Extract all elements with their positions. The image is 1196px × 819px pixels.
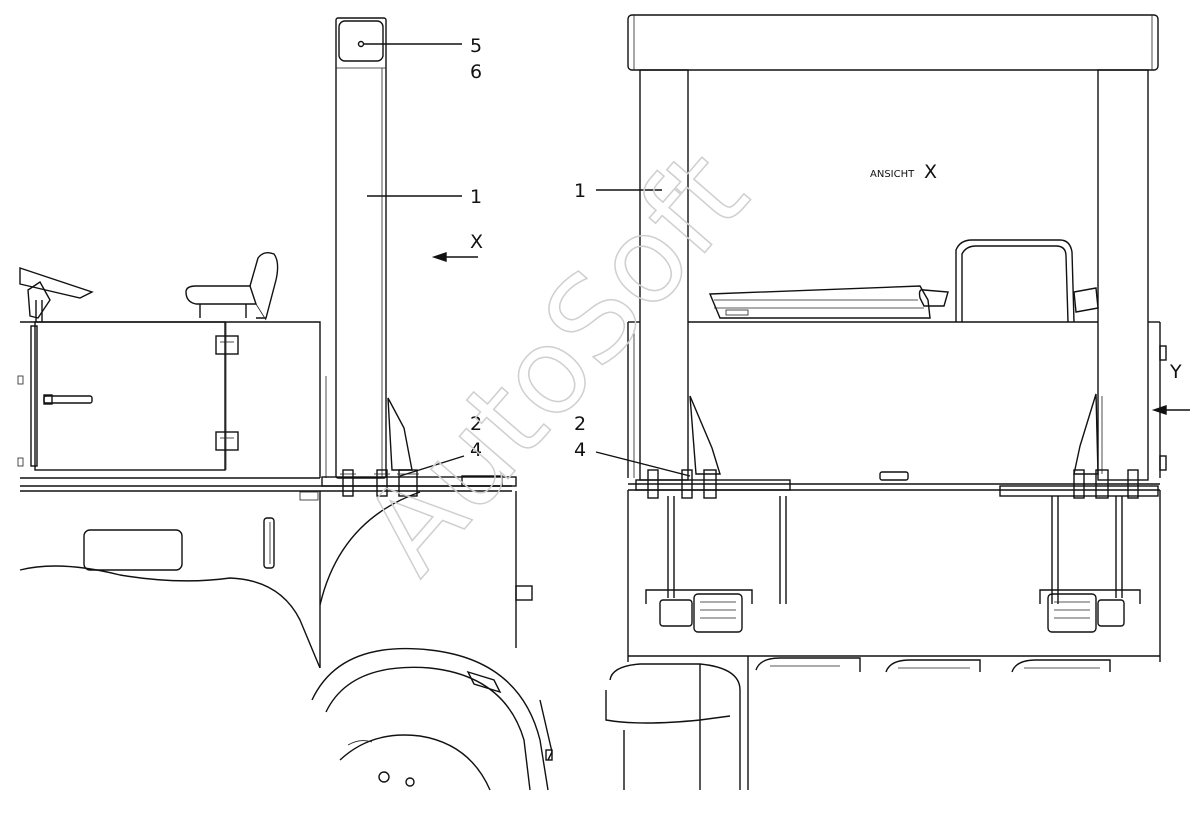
steering-wheel	[19, 267, 94, 322]
left-side-view: 5 6 1 X 2 4	[17, 17, 553, 791]
view-title-prefix: ANSICHT	[870, 169, 915, 180]
base-plate-front	[628, 469, 1160, 499]
callout-label-4: 4	[470, 439, 482, 461]
lower-body-front	[627, 490, 1161, 662]
operator-seat	[185, 251, 279, 321]
vehicle-body-front	[627, 321, 1167, 481]
right-front-view: 1 2 4 ANSICHT X Y	[574, 14, 1190, 790]
view-arrow-label-y: Y	[1169, 361, 1182, 383]
view-title-letter: X	[924, 161, 937, 183]
callout-label-1: 1	[470, 186, 482, 208]
callout-label-1-right: 1	[574, 180, 586, 202]
lower-body-side	[19, 491, 533, 669]
callout-label-2-right: 2	[574, 413, 586, 435]
callout-label-2: 2	[470, 413, 482, 435]
post-mount-bracket-side	[299, 397, 517, 501]
callout-label-6: 6	[470, 61, 482, 83]
rops-post-side	[335, 17, 387, 479]
rear-lamps	[645, 589, 1141, 633]
side-door-panel	[17, 321, 239, 471]
callout-label-4-right: 4	[574, 439, 586, 461]
vehicle-body-side	[20, 321, 512, 492]
view-arrow-label-x: X	[470, 231, 483, 253]
bottom-frame-front	[605, 656, 1111, 790]
callout-label-5: 5	[470, 35, 482, 57]
rops-roof	[627, 14, 1159, 71]
dashboard-and-seat-front	[708, 239, 1099, 323]
post-mount-brackets-front	[689, 393, 1103, 475]
callouts-right: 1 2 4 ANSICHT X Y	[574, 161, 1190, 477]
callouts-left: 5 6 1 X 2 4	[364, 35, 483, 477]
wheel-side	[311, 647, 553, 791]
